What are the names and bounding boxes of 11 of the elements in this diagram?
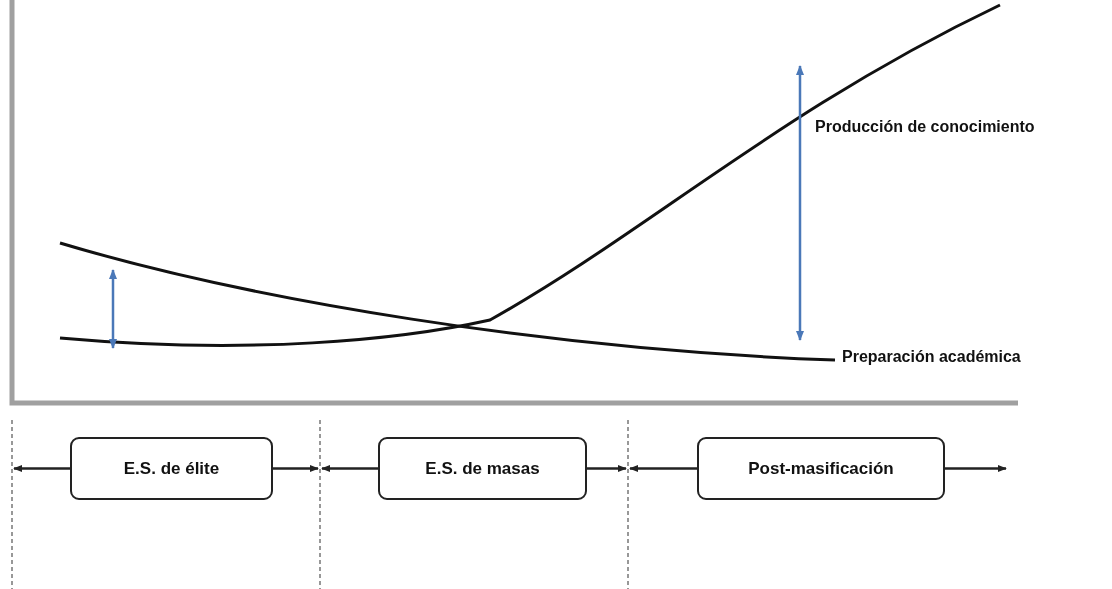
arrow: [273, 464, 319, 473]
curve-label: Preparación académica: [842, 348, 1021, 366]
stage-box: E.S. de masas: [378, 437, 587, 500]
curve-label: Producción de conocimiento: [815, 118, 1035, 136]
stage-box: E.S. de élite: [70, 437, 273, 500]
arrow: [629, 464, 697, 473]
arrow: [945, 464, 1007, 473]
stage-box: Post-masificación: [697, 437, 945, 500]
arrow: [587, 464, 627, 473]
arrow: [321, 464, 378, 473]
arrow: [13, 464, 70, 473]
